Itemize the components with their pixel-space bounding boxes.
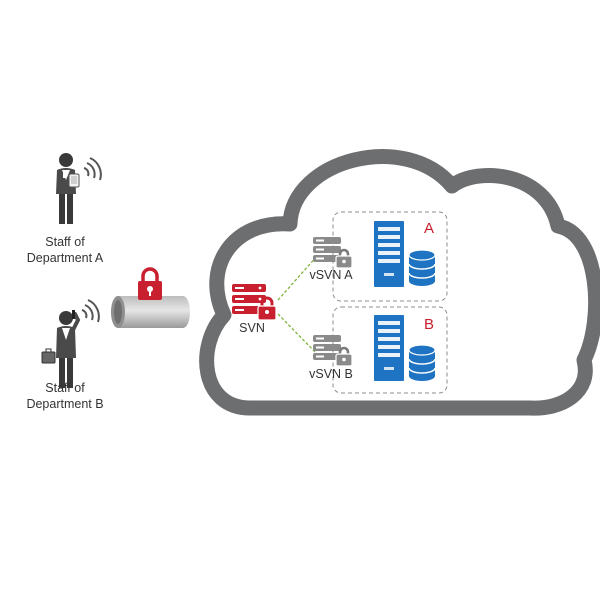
staff-a-label-line1: Staff of [45, 235, 85, 249]
zone-b-letter: B [424, 316, 435, 333]
zone-a-box [332, 211, 448, 302]
secure-tunnel-pipe-icon [111, 296, 190, 328]
staff-a-label: Staff of Department A [15, 234, 115, 266]
staff-a-label-line2: Department A [26, 251, 104, 265]
staff-b-label-line2: Department B [26, 397, 104, 411]
svn-server-lock-icon [232, 284, 277, 321]
link-svn-to-vsvn-a [277, 254, 319, 301]
person-with-phone-icon [41, 299, 100, 388]
zone-a-server-tower-icon [374, 221, 404, 287]
staff-b-label-line1: Staff of [45, 381, 85, 395]
person-with-wireless-icon [56, 153, 102, 224]
zone-b-database-icon [408, 344, 436, 381]
vsvn-b-label: vSVN B [309, 367, 353, 381]
svn-label: SVN [239, 321, 265, 335]
zone-b-server-tower-icon [374, 315, 404, 381]
staff-b-label: Staff of Department B [15, 380, 115, 412]
vsvn-b-server-icon [313, 335, 353, 367]
vsvn-a-server-icon [313, 237, 353, 269]
link-svn-to-vsvn-b [277, 313, 319, 356]
zone-a-database-icon [408, 249, 436, 286]
tunnel-lock-icon [138, 267, 162, 300]
zone-a-letter: A [424, 220, 435, 237]
vsvn-a-label: vSVN A [309, 268, 353, 282]
